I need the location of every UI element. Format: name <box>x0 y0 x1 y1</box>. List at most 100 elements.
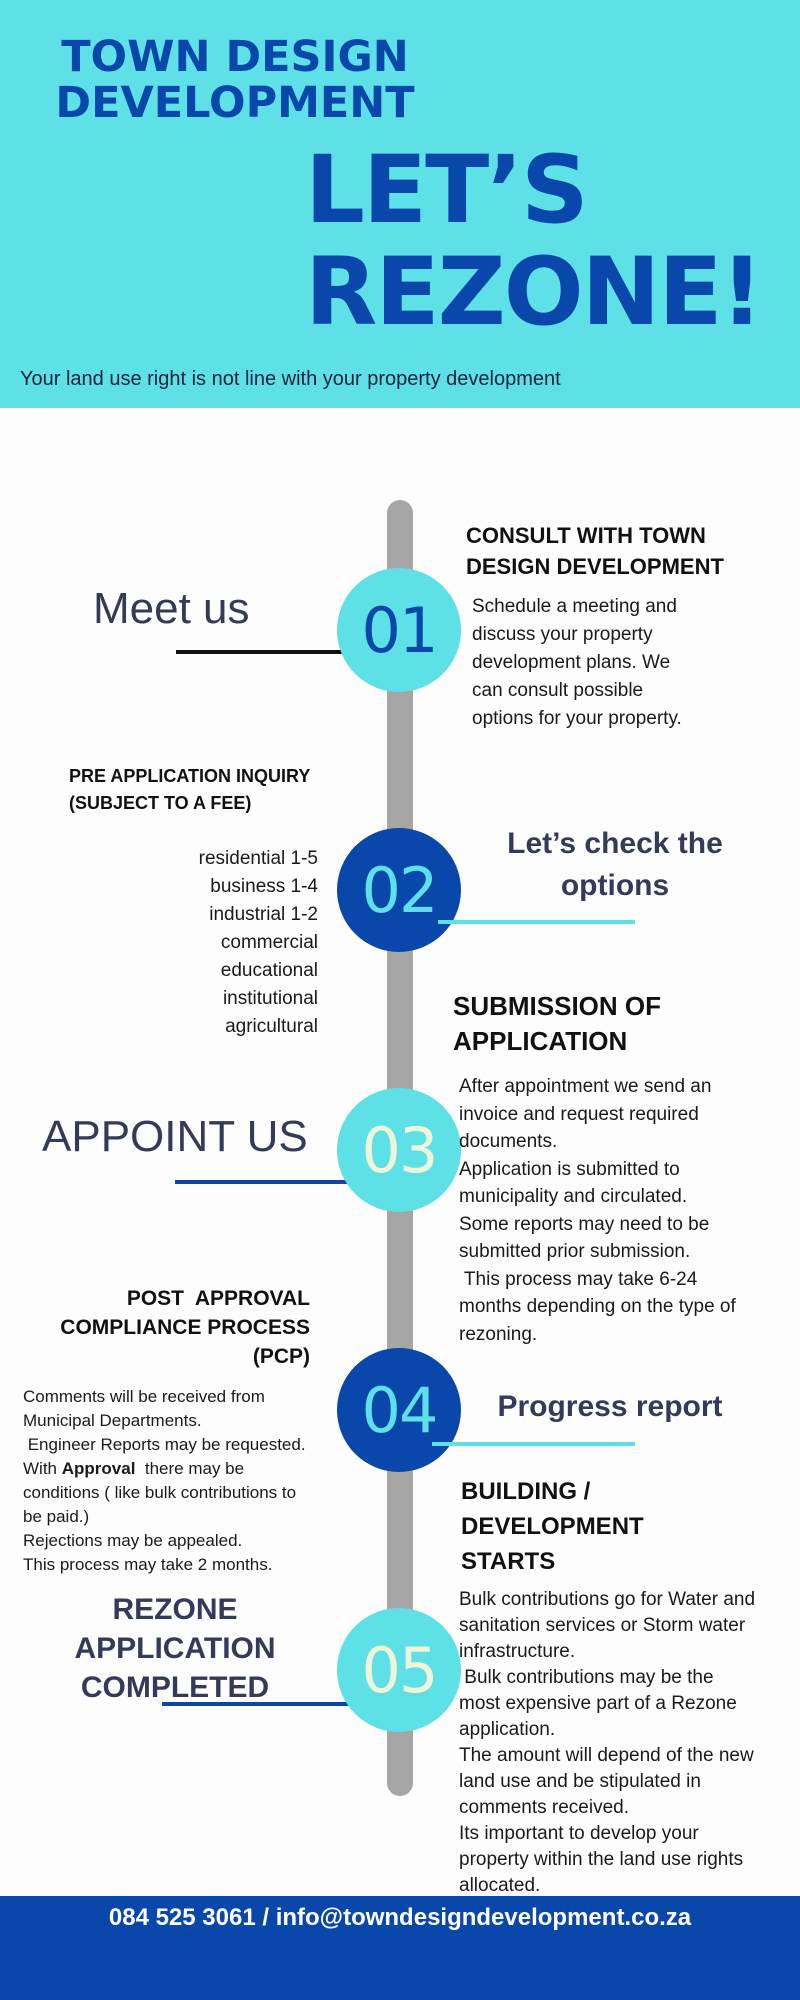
step-5-text-line: most expensive part of a Rezone <box>459 1693 737 1714</box>
step-3-title: SUBMISSION OF APPLICATION <box>453 989 661 1059</box>
step-5-title-line-1: BUILDING / <box>461 1478 591 1505</box>
footer-bar <box>0 1896 800 2000</box>
step-3-number: 03 <box>361 1113 439 1187</box>
headline-line-1: LET’S <box>305 136 589 245</box>
step-2-heading-line-2: options <box>560 869 670 902</box>
step-3-number-circle: 03 <box>337 1088 461 1212</box>
step-1-title-line-1: CONSULT WITH TOWN <box>466 523 706 548</box>
brand-line-2: DEVELOPMENT <box>55 78 415 128</box>
zone-item: business 1-4 <box>210 876 318 897</box>
step-1-text-line: development plans. We <box>472 652 671 673</box>
zone-list: residential 1-5 business 1-4 industrial … <box>118 845 318 1041</box>
step-3-text-line: After appointment we send an <box>459 1076 712 1097</box>
step-5-title: BUILDING / DEVELOPMENT STARTS <box>461 1474 644 1579</box>
step-4-number: 04 <box>361 1373 439 1447</box>
step-5-heading-line-3: COMPLETED <box>80 1671 270 1704</box>
contact-info[interactable]: 084 525 3061 / info@towndesigndevelopmen… <box>108 1904 692 1931</box>
step-4-text-line: This process may take 2 months. <box>23 1555 273 1574</box>
step-4-text-fragment: there may be <box>135 1459 245 1478</box>
step-2-number-circle: 02 <box>337 828 461 952</box>
step-5-side-heading: REZONE APPLICATION COMPLETED <box>60 1590 290 1707</box>
step-1-description: Schedule a meeting and discuss your prop… <box>472 593 682 733</box>
step-5-text-line: allocated. <box>459 1875 541 1896</box>
step-2-title-line-2: (SUBJECT TO A FEE) <box>69 793 252 813</box>
step-3-text-line: invoice and request required <box>459 1103 699 1125</box>
zone-item: institutional <box>222 988 318 1009</box>
step-4-number-circle: 04 <box>337 1348 461 1472</box>
step-3-underline <box>175 1180 358 1184</box>
step-3-text-line: documents. <box>459 1131 558 1152</box>
step-5-underline <box>162 1702 365 1706</box>
step-1-text-line: options for your property. <box>472 708 682 729</box>
step-1-number: 01 <box>361 593 439 667</box>
zone-item: educational <box>220 960 318 981</box>
step-4-title: POST APPROVAL COMPLIANCE PROCESS (PCP) <box>40 1284 310 1371</box>
step-4-text-line: Municipal Departments. <box>23 1411 202 1430</box>
step-3-text-line: This process may take 6-24 <box>459 1268 698 1290</box>
step-5-text-line: property within the land use rights <box>459 1849 744 1870</box>
step-2-title-line-1: PRE APPLICATION INQUIRY <box>69 766 311 786</box>
step-3-side-label: APPOINT US <box>42 1112 308 1161</box>
step-5-text-line: comments received. <box>459 1797 630 1818</box>
step-3-text-line: Application is submitted to <box>459 1158 680 1180</box>
header-banner <box>0 0 800 408</box>
step-4-text-bold: Approval <box>61 1459 136 1478</box>
step-1-text-line: Schedule a meeting and <box>472 596 677 617</box>
step-4-text-line: Rejections may be appealed. <box>23 1531 243 1550</box>
step-3-text-line: Some reports may need to be <box>459 1213 710 1235</box>
step-5-description: Bulk contributions go for Water and sani… <box>459 1587 755 1899</box>
step-5-text-line: infrastructure. <box>459 1641 576 1662</box>
step-4-title-line-1: POST APPROVAL <box>126 1287 310 1310</box>
step-5-heading-line-2: APPLICATION <box>74 1632 276 1665</box>
step-3-text-line: months depending on the type of <box>459 1296 736 1317</box>
step-5-heading-line-1: REZONE <box>112 1593 238 1626</box>
step-4-text-fragment: With <box>23 1459 62 1478</box>
zone-item: industrial 1-2 <box>209 904 318 925</box>
zone-item: agricultural <box>225 1016 318 1037</box>
step-2-number: 02 <box>361 853 439 927</box>
brand-line-1: TOWN DESIGN <box>61 32 409 82</box>
step-4-text-line: Engineer Reports may be requested. <box>23 1435 306 1454</box>
step-1-text-line: can consult possible <box>472 680 644 701</box>
step-5-number-circle: 05 <box>337 1608 461 1732</box>
zone-item: commercial <box>220 932 318 953</box>
step-3-title-line-2: APPLICATION <box>453 1026 628 1056</box>
step-5-title-line-2: DEVELOPMENT <box>461 1513 644 1540</box>
zone-item: residential 1-5 <box>198 848 318 869</box>
step-1-text-line: discuss your property <box>472 624 653 645</box>
step-1-title-line-2: DESIGN DEVELOPMENT <box>466 554 724 579</box>
step-3-title-line-1: SUBMISSION OF <box>453 991 662 1021</box>
step-4-title-line-3: (PCP) <box>252 1345 310 1368</box>
step-5-text-line: Bulk contributions may be the <box>459 1667 714 1688</box>
step-5-text-line: The amount will depend of the new <box>459 1745 754 1766</box>
step-4-text-line: conditions ( like bulk contributions to <box>23 1483 297 1502</box>
step-5-text-line: land use and be stipulated in <box>459 1771 701 1792</box>
step-1-title: CONSULT WITH TOWN DESIGN DEVELOPMENT <box>466 520 724 582</box>
step-5-text-line: Bulk contributions go for Water and <box>459 1589 756 1610</box>
step-3-description: After appointment we send an invoice and… <box>459 1073 736 1348</box>
step-5-number: 05 <box>361 1633 439 1707</box>
step-4-text-line: be paid.) <box>23 1507 90 1526</box>
step-1-underline <box>176 650 359 654</box>
step-2-side-heading: Let’s check the options <box>470 823 760 907</box>
step-3-text-line: municipality and circulated. <box>459 1186 688 1207</box>
step-4-side-heading: Progress report <box>497 1390 723 1423</box>
step-3-text-line: rezoning. <box>459 1323 538 1345</box>
step-5-text-line: sanitation services or Storm water <box>459 1615 746 1636</box>
step-4-text-line: With Approval there may be <box>23 1457 306 1481</box>
step-1-number-circle: 01 <box>337 568 461 692</box>
step-5-text-line: application. <box>459 1719 556 1740</box>
step-1-side-label: Meet us <box>93 584 250 633</box>
step-4-title-line-2: COMPLIANCE PROCESS <box>60 1316 310 1339</box>
step-5-title-line-3: STARTS <box>461 1548 556 1575</box>
step-2-underline <box>438 920 635 924</box>
step-4-text-line: Comments will be received from <box>23 1387 265 1406</box>
headline: LET’S REZONE! <box>305 136 763 344</box>
step-2-heading-line-1: Let’s check the <box>507 827 723 860</box>
step-5-text-line: Its important to develop your <box>459 1823 699 1844</box>
tagline: Your land use right is not line with you… <box>20 368 561 390</box>
step-4-underline <box>432 1442 635 1446</box>
step-4-description: Comments will be received from Municipal… <box>23 1385 306 1577</box>
step-3-text-line: submitted prior submission. <box>459 1241 691 1262</box>
brand-title: TOWN DESIGN DEVELOPMENT <box>45 34 425 126</box>
